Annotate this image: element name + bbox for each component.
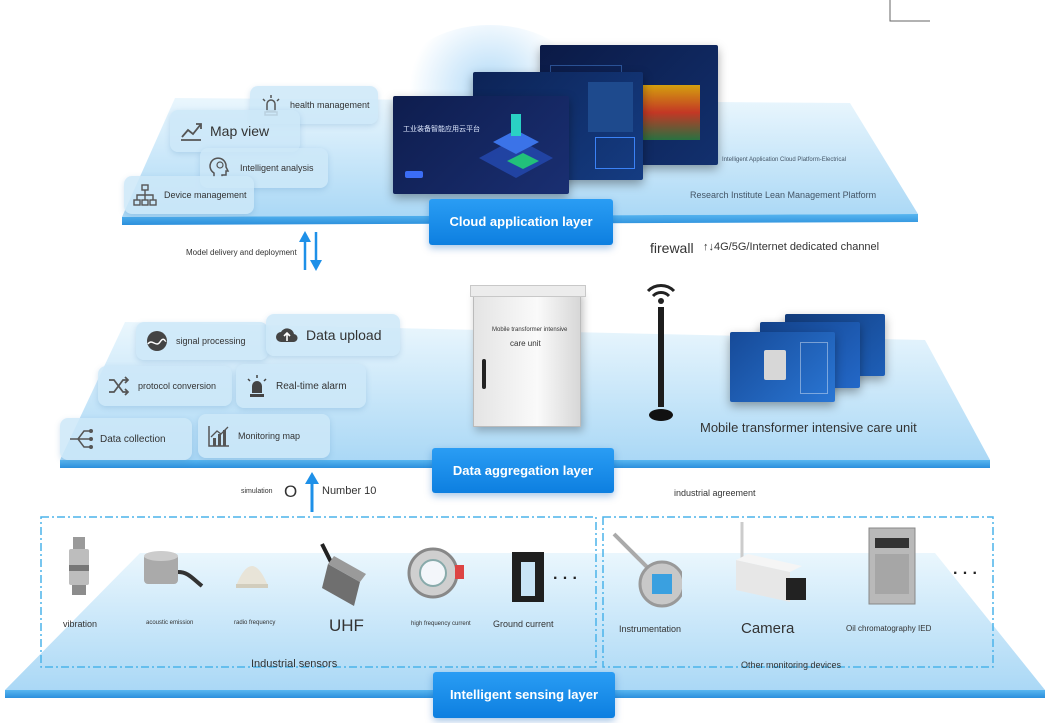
map-view-label: Map view <box>210 123 270 139</box>
protocol-conversion-label: protocol conversion <box>138 381 217 391</box>
sensing-layer-button: Intelligent sensing layer <box>433 672 615 718</box>
industrial-sensors-label: Industrial sensors <box>251 658 338 670</box>
number-text: Number 10 <box>322 485 377 497</box>
simulation-text: simulation <box>241 488 273 495</box>
ground-current-sensor-icon <box>512 552 544 602</box>
tile-protocol-conversion: protocol conversion <box>98 366 232 406</box>
cloud-screen-title: 工业装备智能应用云平台 <box>403 126 480 133</box>
trend-chart-icon <box>181 123 202 141</box>
unit-dashboard-front <box>730 332 835 402</box>
vibration-label: vibration <box>63 619 98 629</box>
industrial-agreement-text: industrial agreement <box>674 488 756 498</box>
tile-data-collection: Data collection <box>60 418 192 460</box>
channel-text: ↑↓4G/5G/Internet dedicated channel <box>703 241 880 253</box>
industrial-sensors-box <box>40 516 597 668</box>
up-arrow-icon <box>305 472 319 512</box>
tile-signal-processing: signal processing <box>136 322 268 360</box>
instrumentation-label: Instrumentation <box>619 624 682 634</box>
brain-head-icon <box>209 157 230 177</box>
health-management-label: health management <box>290 100 370 110</box>
cabinet-label-line2: care unit <box>510 339 541 348</box>
unit-caption: Mobile transformer intensive care unit <box>700 420 917 435</box>
cloud-upload-icon <box>276 328 298 343</box>
hfc-sensor-icon <box>407 547 464 599</box>
oil-chromatography-icon <box>868 527 916 605</box>
firewall-text: firewall <box>650 240 694 256</box>
tile-device-management: Device management <box>124 176 254 214</box>
alarm-siren-icon <box>247 375 267 397</box>
isometric-platform-icon <box>479 114 553 178</box>
camera-icon <box>736 522 806 602</box>
hfc-label: high frequency current <box>411 621 471 627</box>
tile-real-time-alarm: Real-time alarm <box>236 364 366 408</box>
acoustic-label: acoustic emission <box>146 620 194 626</box>
uhf-sensor-icon <box>320 543 366 606</box>
ground-label: Ground current <box>493 619 554 629</box>
instrumentation-icon <box>612 532 682 608</box>
cloud-layer-button: Cloud application layer <box>429 199 613 245</box>
signal-globe-icon <box>147 331 167 351</box>
oil-label: Oil chromatography IED <box>846 624 932 633</box>
tile-monitoring-map: Monitoring map <box>198 414 330 458</box>
corner-mark <box>889 0 930 22</box>
zero-text: O <box>284 482 298 501</box>
other-devices-box <box>602 516 994 668</box>
cabinet-label-line1: Mobile transformer intensive <box>492 327 568 333</box>
intelligent-analysis-label: Intelligent analysis <box>240 163 314 173</box>
hierarchy-icon <box>133 184 157 206</box>
tile-intelligent-analysis: Intelligent analysis <box>200 148 328 188</box>
aggregation-layer-button: Data aggregation layer <box>432 448 614 493</box>
up-down-arrow-icon <box>299 231 322 271</box>
radio-label: radio frequency <box>234 620 276 626</box>
platform-lean-text: Research Institute Lean Management Platf… <box>690 190 877 200</box>
cloud-screen-front: 工业装备智能应用云平台 <box>393 96 569 194</box>
wifi-antenna-icon <box>646 284 676 421</box>
data-upload-label: Data upload <box>306 327 382 343</box>
other-devices-label: Other monitoring devices <box>741 660 842 670</box>
shuffle-icon <box>109 376 130 396</box>
tile-map-view: Map view <box>170 110 300 152</box>
real-time-alarm-label: Real-time alarm <box>276 380 347 392</box>
signal-processing-label: signal processing <box>176 336 246 346</box>
acoustic-sensor-icon <box>144 551 204 588</box>
data-collection-label: Data collection <box>100 433 166 445</box>
care-unit-cabinet: Mobile transformer intensive care unit <box>470 285 586 427</box>
tile-data-upload: Data upload <box>266 314 400 356</box>
uhf-label: UHF <box>329 616 364 635</box>
sensor-ellipsis: · · · <box>553 570 578 587</box>
radio-frequency-sensor-icon <box>236 566 268 588</box>
device-ellipsis: · · · <box>953 565 978 582</box>
data-flow-icon <box>70 429 93 449</box>
model-delivery-text: Model delivery and deployment <box>186 248 297 257</box>
platform-small-text: Intelligent Application Cloud Platform-E… <box>722 157 847 163</box>
vibration-sensor-icon <box>69 537 89 595</box>
bar-line-chart-icon <box>208 426 229 447</box>
camera-label: Camera <box>741 620 795 637</box>
monitoring-map-label: Monitoring map <box>238 431 301 441</box>
device-management-label: Device management <box>164 190 247 200</box>
